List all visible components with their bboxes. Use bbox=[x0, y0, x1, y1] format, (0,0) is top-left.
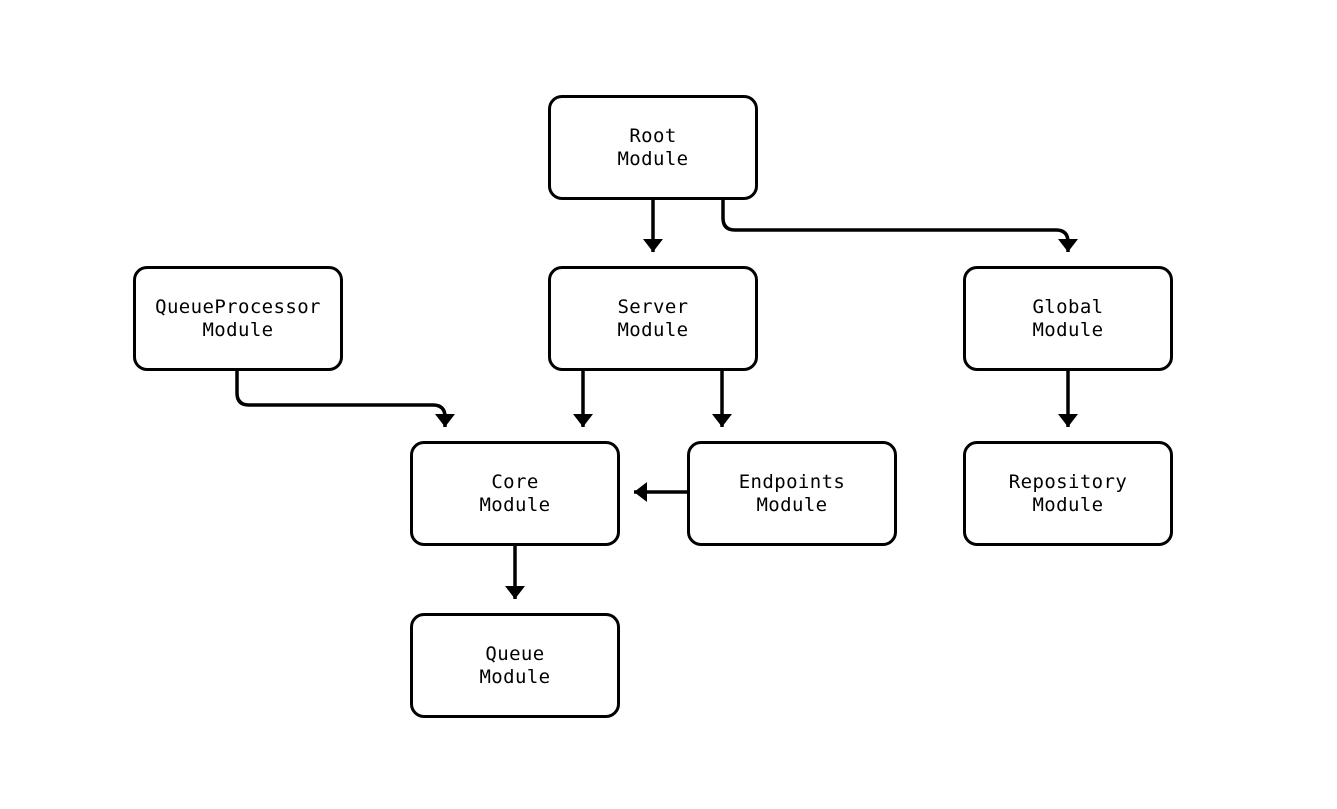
node-endpoints-label-line1: Endpoints bbox=[738, 470, 846, 493]
node-core[interactable]: Core Module bbox=[410, 441, 620, 546]
arrowhead-root-to-global bbox=[1058, 239, 1078, 252]
node-root-label-line1: Root bbox=[629, 124, 677, 147]
node-repository[interactable]: Repository Module bbox=[963, 441, 1173, 546]
node-core-label-line1: Core bbox=[491, 470, 539, 493]
edge-root-to-global bbox=[721, 200, 1070, 252]
node-queue-label-line2: Module bbox=[479, 665, 551, 688]
node-endpoints-label-line2: Module bbox=[756, 493, 828, 516]
node-server-label-line2: Module bbox=[617, 318, 689, 341]
arrowhead-endpoints-to-core bbox=[634, 482, 647, 502]
node-core-label-line2: Module bbox=[479, 493, 551, 516]
arrowhead-root-to-server bbox=[643, 239, 663, 252]
node-global-label-line2: Module bbox=[1032, 318, 1104, 341]
edge-queueprocessor-to-core bbox=[235, 371, 447, 427]
arrowhead-queueprocessor-to-core bbox=[435, 414, 455, 427]
node-queueprocessor[interactable]: QueueProcessor Module bbox=[133, 266, 343, 371]
arrowhead-server-to-endpoints bbox=[712, 414, 732, 427]
node-queue-label-line1: Queue bbox=[485, 642, 545, 665]
node-global-label-line1: Global bbox=[1032, 295, 1104, 318]
node-queue[interactable]: Queue Module bbox=[410, 613, 620, 718]
arrowhead-global-to-repository bbox=[1058, 414, 1078, 427]
node-root[interactable]: Root Module bbox=[548, 95, 758, 200]
node-queueprocessor-label-line2: Module bbox=[202, 318, 274, 341]
node-repository-label-line1: Repository bbox=[1008, 470, 1128, 493]
node-repository-label-line2: Module bbox=[1032, 493, 1104, 516]
node-endpoints[interactable]: Endpoints Module bbox=[687, 441, 897, 546]
node-server[interactable]: Server Module bbox=[548, 266, 758, 371]
arrowhead-core-to-queue bbox=[505, 586, 525, 599]
node-root-label-line2: Module bbox=[617, 147, 689, 170]
node-server-label-line1: Server bbox=[617, 295, 689, 318]
arrowhead-server-to-core bbox=[573, 414, 593, 427]
node-global[interactable]: Global Module bbox=[963, 266, 1173, 371]
node-queueprocessor-label-line1: QueueProcessor bbox=[155, 295, 321, 318]
